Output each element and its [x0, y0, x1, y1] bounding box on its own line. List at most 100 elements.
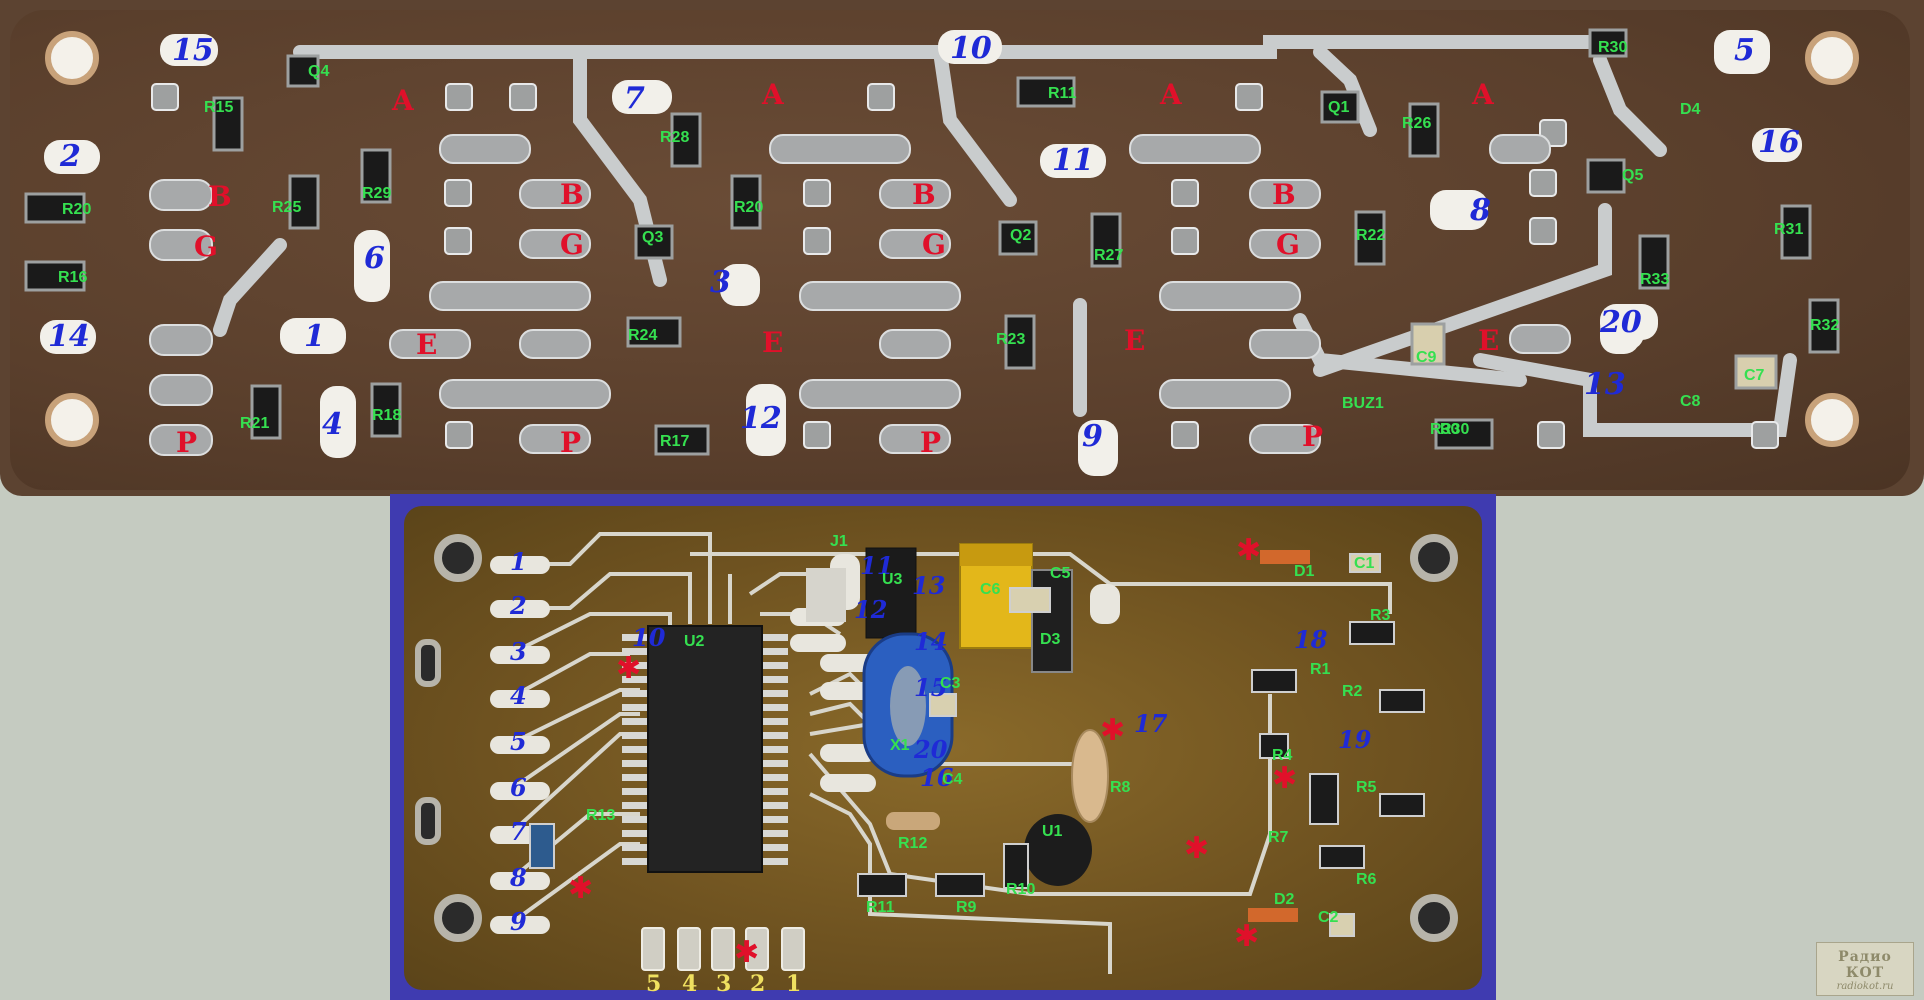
component-label: U1 — [1042, 823, 1063, 840]
terminal-number: 6 — [364, 241, 385, 276]
segment-letter: G — [560, 228, 584, 261]
segment-letter: G — [922, 228, 946, 261]
solder-blobs — [149, 134, 1571, 456]
segment-letter: P — [920, 426, 941, 459]
component-label: R10 — [1006, 881, 1035, 898]
component-label: Q2 — [1010, 227, 1031, 244]
watermark-title: Радио КОТ — [1838, 949, 1892, 981]
number-pads — [40, 30, 1802, 476]
terminal-number: 18 — [1294, 625, 1328, 654]
asterisk-marks: ✱ ✱ ✱ ✱ ✱ ✱ ✱ ✱ — [568, 533, 1297, 970]
asterisk-icon: ✱ — [1100, 713, 1125, 748]
component-label: R30 — [1430, 421, 1459, 438]
r12-resistor — [886, 812, 940, 830]
pin-number: 2 — [750, 971, 765, 997]
component-label: C8 — [1680, 393, 1701, 410]
terminal-number: 11 — [1052, 143, 1094, 178]
component-label: R15 — [204, 99, 233, 116]
asterisk-icon: ✱ — [616, 651, 641, 686]
terminal-number: 10 — [950, 31, 992, 66]
component-label: R24 — [628, 327, 657, 344]
component-label: C3 — [940, 675, 961, 692]
segment-letter: E — [416, 328, 437, 361]
component-label: D3 — [1040, 631, 1061, 648]
terminal-number: 8 — [1469, 193, 1491, 228]
terminal-number: 14 — [914, 627, 947, 656]
component-label: R30 — [1440, 421, 1469, 438]
terminal-number: 15 — [914, 673, 947, 702]
terminal-number: 16 — [1758, 125, 1800, 160]
component-label: C1 — [1354, 555, 1375, 572]
component-label: R26 — [1402, 115, 1431, 132]
terminal-number: 12 — [740, 401, 782, 436]
segment-letter: E — [1124, 324, 1145, 357]
terminal-number: 2 — [509, 591, 527, 620]
terminal-number: 1 — [304, 319, 325, 354]
asterisk-icon: ✱ — [1272, 761, 1297, 796]
component-label: R27 — [1094, 247, 1123, 264]
terminal-number: 9 — [1082, 419, 1103, 454]
u3-tab — [806, 568, 846, 622]
terminal-number: 13 — [912, 571, 945, 600]
component-labels: Q4 R15 R20 R16 R25 R29 R21 R18 R28 Q3 R2… — [58, 39, 1839, 450]
component-label: Q3 — [642, 229, 663, 246]
component-label: R18 — [372, 407, 401, 424]
pin-number: 1 — [786, 971, 801, 997]
terminal-number: 5 — [510, 727, 527, 756]
component-label: C6 — [980, 581, 1001, 598]
component-label: D2 — [1274, 891, 1295, 908]
smd-components — [24, 28, 1840, 456]
terminal-number: 17 — [1134, 709, 1168, 738]
component-label: R8 — [1110, 779, 1131, 796]
smd-components — [529, 553, 1425, 937]
segment-letter: A — [1471, 78, 1495, 111]
watermark-url: radiokot.ru — [1836, 981, 1894, 992]
terminal-number: 11 — [860, 551, 893, 580]
component-label: C9 — [1416, 349, 1437, 366]
component-label: R31 — [1774, 221, 1803, 238]
terminal-number: 5 — [1734, 33, 1755, 68]
component-label: Q5 — [1622, 167, 1643, 184]
mounting-hole — [434, 894, 482, 942]
component-label: R13 — [586, 807, 615, 824]
segment-letters: A B G E P A B G E P A B G E P A B G E P — [176, 78, 1499, 459]
d1-diode — [1260, 550, 1310, 564]
terminal-number: 9 — [510, 907, 527, 936]
terminal-numbers: 1 2 3 4 5 6 7 8 9 10 11 12 13 14 15 20 1… — [509, 547, 1372, 936]
component-label: U3 — [882, 571, 903, 588]
component-label: R25 — [272, 199, 301, 216]
terminal-number: 8 — [509, 863, 527, 892]
terminal-number: 13 — [1584, 367, 1626, 402]
segment-letter: G — [1276, 228, 1300, 261]
component-label: R23 — [996, 331, 1025, 348]
component-label: R6 — [1356, 871, 1377, 888]
mounting-hole — [1410, 534, 1458, 582]
component-label: R11 — [1048, 85, 1077, 102]
mounting-hole — [1410, 894, 1458, 942]
component-label: R7 — [1268, 829, 1289, 846]
component-label: R4 — [1272, 747, 1293, 764]
segment-letter: P — [176, 426, 197, 459]
terminal-number: 7 — [624, 81, 645, 116]
asterisk-icon: ✱ — [1184, 831, 1209, 866]
terminal-number: 3 — [510, 637, 527, 666]
asterisk-icon: ✱ — [734, 935, 759, 970]
terminal-number: 4 — [510, 681, 527, 710]
component-label: R29 — [362, 185, 391, 202]
segment-letter: B — [560, 178, 584, 211]
c6-band — [960, 544, 1032, 566]
segment-letter: E — [762, 326, 783, 359]
r8-resistor — [1071, 729, 1109, 823]
segment-letter: B — [1272, 178, 1296, 211]
terminal-number: 2 — [59, 139, 81, 174]
terminal-number: 14 — [48, 319, 90, 354]
component-label: R30 — [1598, 39, 1627, 56]
u2-chip — [622, 625, 788, 873]
terminal-number: 16 — [920, 763, 954, 792]
component-label: R17 — [660, 433, 689, 450]
component-label: BUZ1 — [1342, 395, 1384, 412]
component-label: D4 — [1680, 101, 1701, 118]
component-label: U2 — [684, 633, 705, 650]
component-label: R32 — [1810, 317, 1839, 334]
mounting-hole — [45, 31, 99, 85]
